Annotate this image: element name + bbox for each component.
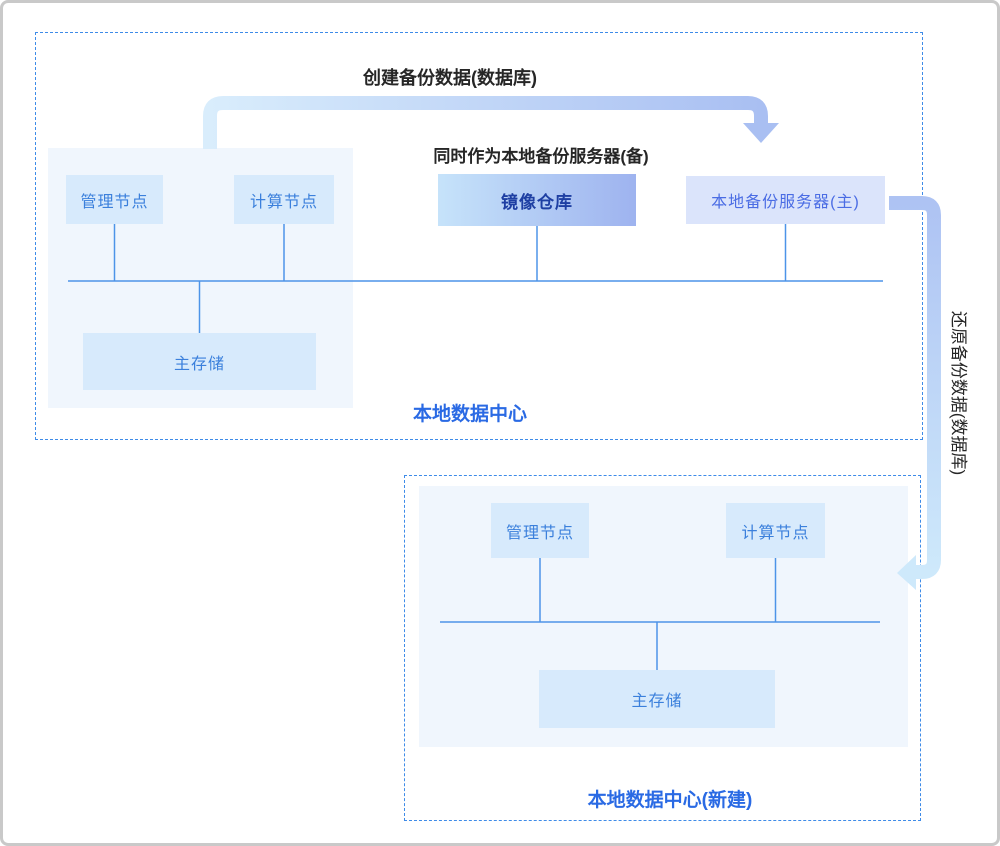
- local-backup-server-node: 本地备份服务器(主): [686, 176, 885, 224]
- dc1-title: 本地数据中心: [412, 404, 527, 425]
- restore-backup-label: 还原备份数据(数据库): [949, 310, 968, 476]
- dc2-boundary: [404, 475, 921, 821]
- create-backup-arrowhead: [743, 123, 779, 143]
- dc1-compute-node-label: 计算节点: [249, 193, 318, 211]
- dc2-primary-storage-node: 主存储: [539, 670, 775, 728]
- dc2-title: 本地数据中心(新建): [587, 790, 753, 811]
- dc2-primary-storage-label: 主存储: [631, 693, 683, 710]
- dc1-management-node-label: 管理节点: [80, 193, 149, 211]
- create-backup-arrow: [203, 96, 779, 149]
- mirror-repository-node: 镜像仓库: [438, 174, 636, 226]
- mirror-repository-label: 镜像仓库: [501, 192, 573, 212]
- dc2-management-node-label: 管理节点: [505, 524, 574, 542]
- local-backup-server-label: 本地备份服务器(主): [711, 194, 860, 211]
- dc2-management-node: 管理节点: [491, 503, 589, 558]
- create-backup-label: 创建备份数据(数据库): [363, 68, 537, 88]
- standby-note-label: 同时作为本地备份服务器(备): [433, 147, 649, 166]
- dc1-boundary: [35, 32, 923, 440]
- dc1-compute-node: 计算节点: [234, 175, 334, 224]
- dc2-compute-node: 计算节点: [726, 503, 825, 558]
- restore-backup-arrow: [889, 196, 941, 590]
- dc1-primary-storage-node: 主存储: [83, 333, 316, 390]
- dc1-primary-storage-label: 主存储: [173, 355, 225, 373]
- dc1-network-lines: [68, 224, 883, 333]
- dc2-compute-node-label: 计算节点: [741, 524, 810, 542]
- dc1-management-node: 管理节点: [66, 175, 163, 224]
- dc2-network-lines: [440, 558, 880, 670]
- restore-backup-arrowhead: [897, 555, 916, 590]
- connector-lines-layer: [68, 96, 941, 670]
